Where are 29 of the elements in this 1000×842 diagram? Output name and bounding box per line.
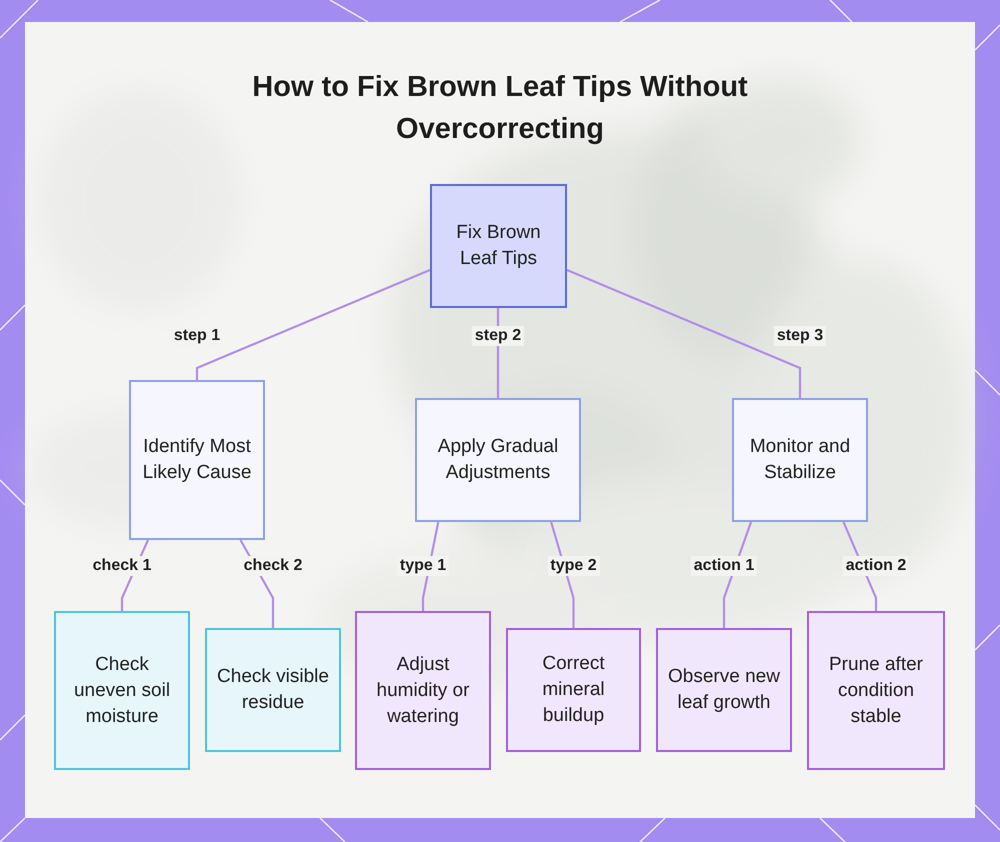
process-box xyxy=(656,628,792,752)
edge-label: step 3 xyxy=(774,326,826,346)
edge-label: action 2 xyxy=(842,556,910,576)
process-box xyxy=(54,611,190,770)
node-text: Check visible residue xyxy=(216,665,330,715)
edge-label: action 1 xyxy=(690,556,758,576)
connector-line xyxy=(196,268,430,380)
process-box xyxy=(732,398,868,522)
process-box xyxy=(205,628,341,752)
process-box xyxy=(415,398,581,522)
node-text: Prune after condition stable xyxy=(828,652,924,728)
node-text: Apply Gradual Adjustments xyxy=(436,435,560,485)
node-text: Observe new leaf growth xyxy=(667,665,781,715)
process-box xyxy=(355,611,491,770)
node-text: Adjust humidity or watering xyxy=(376,652,470,728)
connector-line xyxy=(566,268,802,398)
node-text: Identify Most Likely Cause xyxy=(142,435,252,485)
node-text: Monitor and Stabilize xyxy=(748,435,852,485)
process-box xyxy=(129,380,265,540)
edge-label: type 1 xyxy=(396,556,450,576)
node-text: Check uneven soil moisture xyxy=(72,652,172,728)
process-box xyxy=(807,611,945,770)
edge-label: step 2 xyxy=(472,326,524,346)
node-text: Correct mineral buildup xyxy=(541,652,606,728)
process-box xyxy=(430,184,567,308)
edge-label: type 2 xyxy=(547,556,600,576)
title: How to Fix Brown Leaf Tips Without Overcorrecting xyxy=(251,70,749,147)
process-box xyxy=(506,628,641,752)
node-text: Fix Brown Leaf Tips xyxy=(455,221,542,271)
